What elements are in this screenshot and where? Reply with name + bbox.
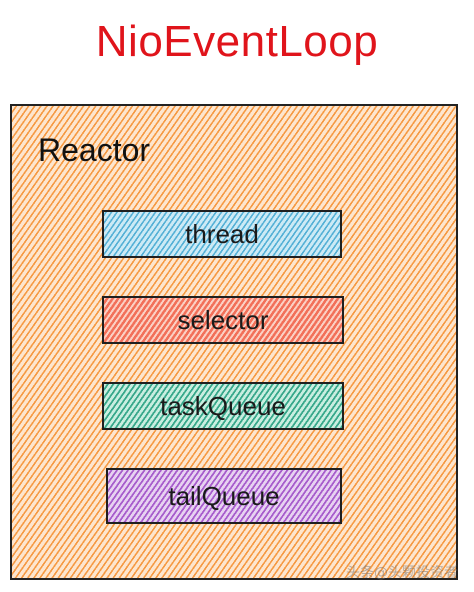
selector-box: selector	[102, 296, 344, 344]
tailqueue-box: tailQueue	[106, 468, 342, 524]
taskqueue-label: taskQueue	[160, 390, 286, 421]
tailqueue-label: tailQueue	[168, 480, 280, 511]
selector-label: selector	[177, 304, 269, 335]
thread-box: thread	[102, 210, 342, 258]
diagram-title: NioEventLoop	[95, 17, 379, 66]
reactor-label: Reactor	[38, 132, 151, 168]
reactor-container: Reactor thread selector taskQueue tailQu…	[10, 104, 458, 580]
thread-label: thread	[185, 218, 259, 249]
taskqueue-box: taskQueue	[102, 382, 344, 430]
watermark: 头条@头颗投资者	[346, 565, 458, 581]
